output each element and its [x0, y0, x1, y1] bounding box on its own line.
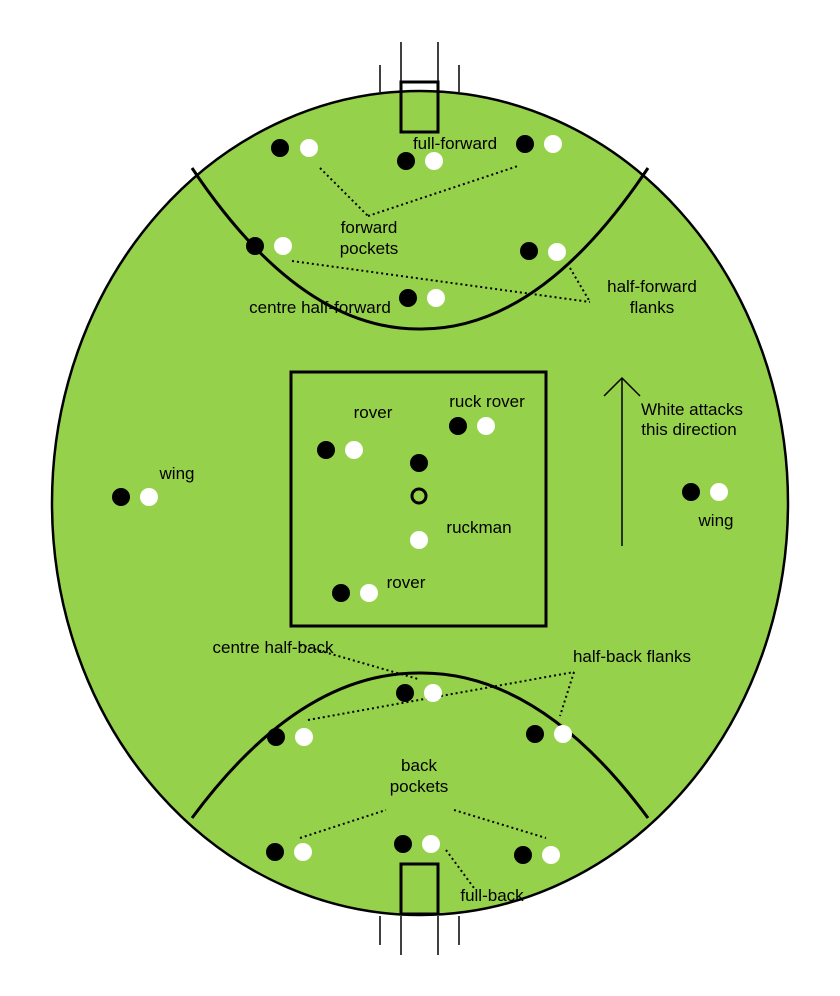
white-player-dot [360, 584, 378, 602]
label-forward-pockets-1: forward [341, 218, 398, 237]
white-player-dot [140, 488, 158, 506]
label-rover-top: rover [354, 403, 393, 422]
label-attack-2: this direction [641, 420, 736, 439]
label-attack-1: White attacks [641, 400, 743, 419]
ball-ring [410, 487, 428, 505]
black-player-dot [399, 289, 417, 307]
white-player-dot [300, 139, 318, 157]
white-team-players [140, 135, 728, 864]
forward-50-arc [190, 167, 650, 331]
forward-goal-square [399, 80, 440, 134]
black-player-dot [394, 835, 412, 853]
black-player-dot [397, 152, 415, 170]
black-player-dot [332, 584, 350, 602]
label-full-back: full-back [460, 886, 524, 905]
black-player-dot [317, 441, 335, 459]
goal-posts [379, 42, 460, 955]
position-labels: full-forward forward pockets half-forwar… [159, 134, 744, 905]
black-player-dot [410, 454, 428, 472]
centre-square [289, 370, 548, 628]
label-centre-half-forward: centre half-forward [249, 298, 391, 317]
white-player-dot [345, 441, 363, 459]
black-player-dot [514, 846, 532, 864]
black-team-players [112, 135, 700, 864]
label-rover-bottom: rover [387, 573, 426, 592]
black-player-dot [266, 843, 284, 861]
white-player-dot [542, 846, 560, 864]
back-goal-square [399, 862, 440, 916]
black-player-dot [271, 139, 289, 157]
label-full-forward: full-forward [413, 134, 497, 153]
white-player-dot [295, 728, 313, 746]
white-player-dot [548, 243, 566, 261]
white-player-dot [274, 237, 292, 255]
black-player-dot [112, 488, 130, 506]
white-player-dot [427, 289, 445, 307]
label-half-back-flanks: half-back flanks [573, 647, 691, 666]
label-wing-left: wing [159, 464, 195, 483]
label-ruck-rover: ruck rover [449, 392, 525, 411]
black-player-dot [449, 417, 467, 435]
label-half-forward-flanks-1: half-forward [607, 277, 697, 296]
arrow-up-icon [603, 376, 641, 546]
label-forward-pockets-2: pockets [340, 239, 399, 258]
label-wing-right: wing [698, 511, 734, 530]
label-half-forward-flanks-2: flanks [630, 298, 674, 317]
black-player-dot [246, 237, 264, 255]
white-player-dot [410, 531, 428, 549]
white-player-dot [710, 483, 728, 501]
white-player-dot [425, 152, 443, 170]
label-ruckman: ruckman [446, 518, 511, 537]
white-player-dot [544, 135, 562, 153]
label-back-pockets-2: pockets [390, 777, 449, 796]
back-50-arc [190, 671, 650, 819]
label-centre-half-back: centre half-back [213, 638, 334, 657]
white-player-dot [477, 417, 495, 435]
white-player-dot [294, 843, 312, 861]
black-player-dot [526, 725, 544, 743]
black-player-dot [267, 728, 285, 746]
white-player-dot [424, 684, 442, 702]
black-player-dot [520, 242, 538, 260]
black-player-dot [516, 135, 534, 153]
label-back-pockets-1: back [401, 756, 437, 775]
black-player-dot [396, 684, 414, 702]
white-player-dot [422, 835, 440, 853]
black-player-dot [682, 483, 700, 501]
white-player-dot [554, 725, 572, 743]
